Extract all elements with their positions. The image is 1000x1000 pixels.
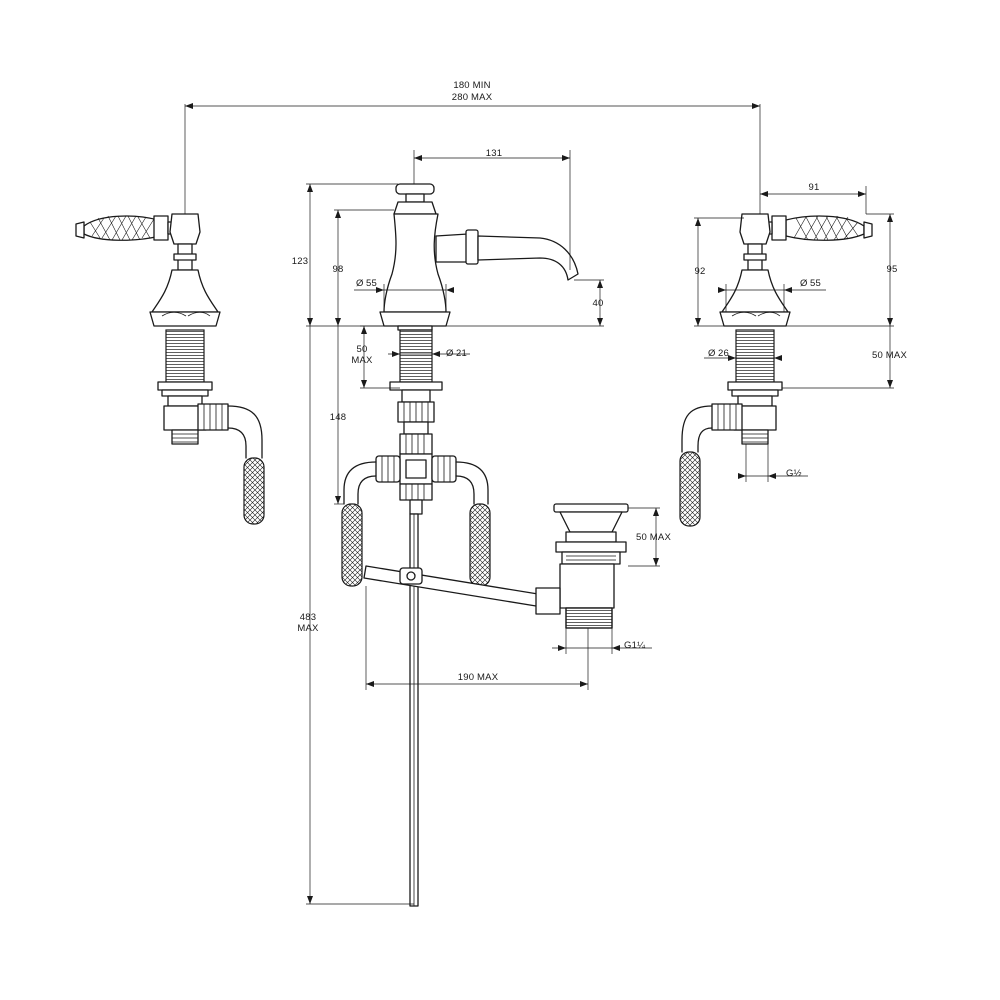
- label-span-max: 280 MAX: [452, 92, 493, 103]
- label-span-min: 180 MIN: [453, 80, 490, 91]
- label-shank-dia: 21: [456, 348, 467, 359]
- label-total-height: 123: [292, 256, 308, 267]
- right-lever-handle: [785, 215, 865, 241]
- label-handle-offset: 91: [809, 182, 820, 193]
- label-shank-max: 50: [357, 344, 368, 355]
- left-valve: [75, 213, 265, 525]
- spout-shank: [399, 329, 433, 383]
- label-waste-height: 50 MAX: [636, 532, 671, 543]
- popup-linkage: [363, 565, 539, 607]
- left-braided-hose: [243, 457, 265, 525]
- dimension-lines: [184, 103, 894, 905]
- label-body-dia-right-symbol: Ø: [800, 278, 808, 289]
- spout-left-hose: [341, 503, 363, 587]
- popup-waste: [535, 503, 629, 629]
- spout-assembly: [341, 183, 579, 907]
- left-bell-body: [151, 269, 219, 313]
- label-shank-max-right: 50 MAX: [872, 350, 907, 361]
- spout-arm: [477, 235, 579, 281]
- label-handle-height-right: 95: [887, 264, 898, 275]
- label-spout-dia: 55: [366, 278, 377, 289]
- spout-body: [383, 213, 447, 313]
- label-spout-height: 98: [333, 264, 344, 275]
- label-shank-dia-symbol: Ø: [446, 348, 454, 359]
- label-rod-length-unit: MAX: [297, 623, 319, 634]
- label-rod-length: 483: [300, 612, 316, 623]
- dimension-labels: 180 MIN 280 MAX 131 91 123 98 Ø 55 40 50…: [292, 80, 907, 683]
- label-valve-height-right: 92: [695, 266, 706, 277]
- label-thread-right: G½: [786, 468, 802, 479]
- label-body-dia-right: 55: [810, 278, 821, 289]
- label-shank-dia-right: 26: [718, 348, 729, 359]
- right-braided-hose: [679, 451, 701, 527]
- label-drop: 148: [330, 412, 346, 423]
- label-waste-thread: G1¼: [624, 640, 646, 651]
- label-spout-dia-symbol: Ø: [356, 278, 364, 289]
- right-bell-body: [721, 269, 789, 313]
- label-rod-reach: 190 MAX: [458, 672, 499, 683]
- label-spout-reach: 131: [486, 148, 502, 159]
- label-shank-dia-right-symbol: Ø: [708, 348, 716, 359]
- spout-right-hose: [469, 503, 491, 587]
- left-lever-handle: [83, 215, 161, 241]
- label-outlet-height: 40: [593, 298, 604, 309]
- right-valve: [679, 213, 873, 527]
- label-shank-max-unit: MAX: [351, 355, 373, 366]
